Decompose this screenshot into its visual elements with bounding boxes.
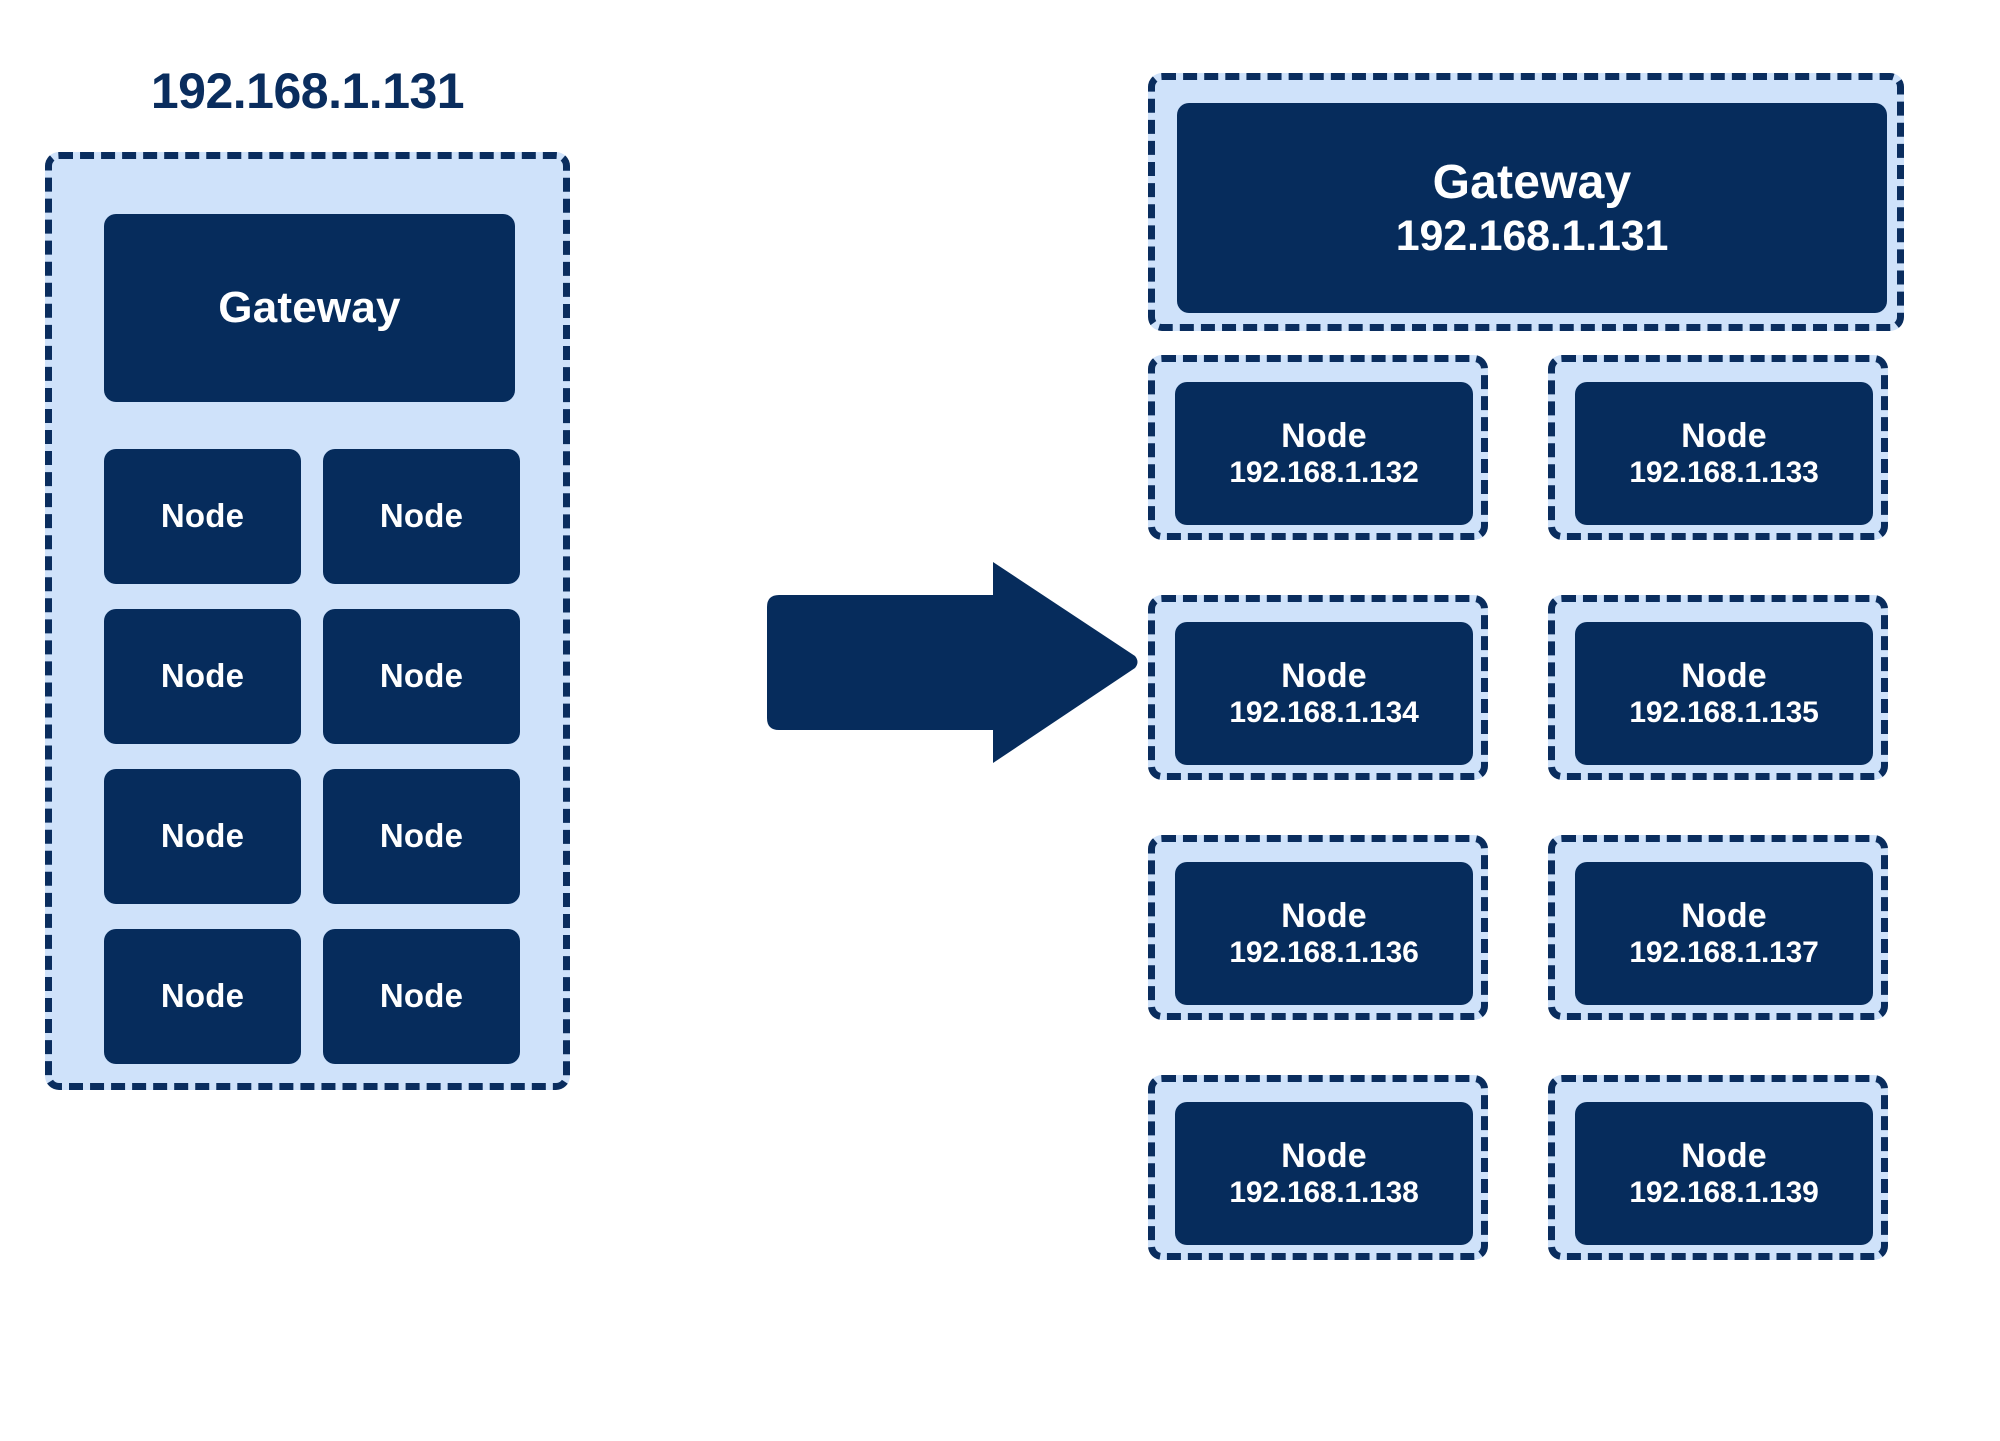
left-node-label-7: Node (160, 977, 245, 1015)
right-node-label-7: Node (1281, 1137, 1367, 1176)
left-node-box-3[interactable]: Node (104, 609, 301, 744)
left-network-group: Gateway Node Node Node Node Node Node No… (45, 152, 570, 1090)
right-node-box-1[interactable]: Node 192.168.1.132 (1175, 382, 1473, 525)
right-node-box-4[interactable]: Node 192.168.1.135 (1575, 622, 1873, 765)
right-node-ip-8: 192.168.1.139 (1629, 1176, 1819, 1210)
right-node-label-3: Node (1281, 657, 1367, 696)
right-gateway-box[interactable]: Gateway 192.168.1.131 (1177, 103, 1887, 313)
right-node-label-2: Node (1681, 417, 1767, 456)
right-node-box-5[interactable]: Node 192.168.1.136 (1175, 862, 1473, 1005)
right-node-group-6: Node 192.168.1.137 (1548, 835, 1888, 1020)
left-network-caption: 192.168.1.131 (150, 63, 465, 119)
right-node-group-8: Node 192.168.1.139 (1548, 1075, 1888, 1260)
right-node-group-7: Node 192.168.1.138 (1148, 1075, 1488, 1260)
right-node-ip-2: 192.168.1.133 (1629, 456, 1819, 490)
left-node-box-8[interactable]: Node (323, 929, 520, 1064)
left-node-label-6: Node (379, 817, 464, 855)
right-node-box-2[interactable]: Node 192.168.1.133 (1575, 382, 1873, 525)
left-gateway-box[interactable]: Gateway (104, 214, 515, 402)
left-gateway-label: Gateway (218, 283, 401, 333)
right-node-box-3[interactable]: Node 192.168.1.134 (1175, 622, 1473, 765)
right-node-box-6[interactable]: Node 192.168.1.137 (1575, 862, 1873, 1005)
left-node-label-4: Node (379, 657, 464, 695)
right-node-ip-4: 192.168.1.135 (1629, 696, 1819, 730)
right-arrow-icon (767, 562, 1138, 763)
right-node-ip-6: 192.168.1.137 (1629, 936, 1819, 970)
right-node-ip-5: 192.168.1.136 (1229, 936, 1419, 970)
right-node-ip-7: 192.168.1.138 (1229, 1176, 1419, 1210)
right-gateway-ip: 192.168.1.131 (1395, 211, 1669, 260)
right-node-box-7[interactable]: Node 192.168.1.138 (1175, 1102, 1473, 1245)
right-node-group-3: Node 192.168.1.134 (1148, 595, 1488, 780)
right-gateway-group: Gateway 192.168.1.131 (1148, 73, 1904, 331)
right-node-group-4: Node 192.168.1.135 (1548, 595, 1888, 780)
left-node-box-5[interactable]: Node (104, 769, 301, 904)
right-node-ip-1: 192.168.1.132 (1229, 456, 1419, 490)
right-node-label-6: Node (1681, 897, 1767, 936)
left-node-box-1[interactable]: Node (104, 449, 301, 584)
left-node-label-5: Node (160, 817, 245, 855)
left-node-label-1: Node (160, 497, 245, 535)
right-gateway-label: Gateway (1432, 156, 1632, 210)
right-node-label-4: Node (1681, 657, 1767, 696)
right-node-ip-3: 192.168.1.134 (1229, 696, 1419, 730)
left-node-label-8: Node (379, 977, 464, 1015)
left-node-box-7[interactable]: Node (104, 929, 301, 1064)
left-node-box-4[interactable]: Node (323, 609, 520, 744)
left-node-box-6[interactable]: Node (323, 769, 520, 904)
right-node-group-1: Node 192.168.1.132 (1148, 355, 1488, 540)
right-node-label-8: Node (1681, 1137, 1767, 1176)
left-node-label-2: Node (379, 497, 464, 535)
left-node-box-2[interactable]: Node (323, 449, 520, 584)
right-node-group-5: Node 192.168.1.136 (1148, 835, 1488, 1020)
right-node-label-5: Node (1281, 897, 1367, 936)
left-node-label-3: Node (160, 657, 245, 695)
right-node-box-8[interactable]: Node 192.168.1.139 (1575, 1102, 1873, 1245)
right-node-label-1: Node (1281, 417, 1367, 456)
right-node-group-2: Node 192.168.1.133 (1548, 355, 1888, 540)
